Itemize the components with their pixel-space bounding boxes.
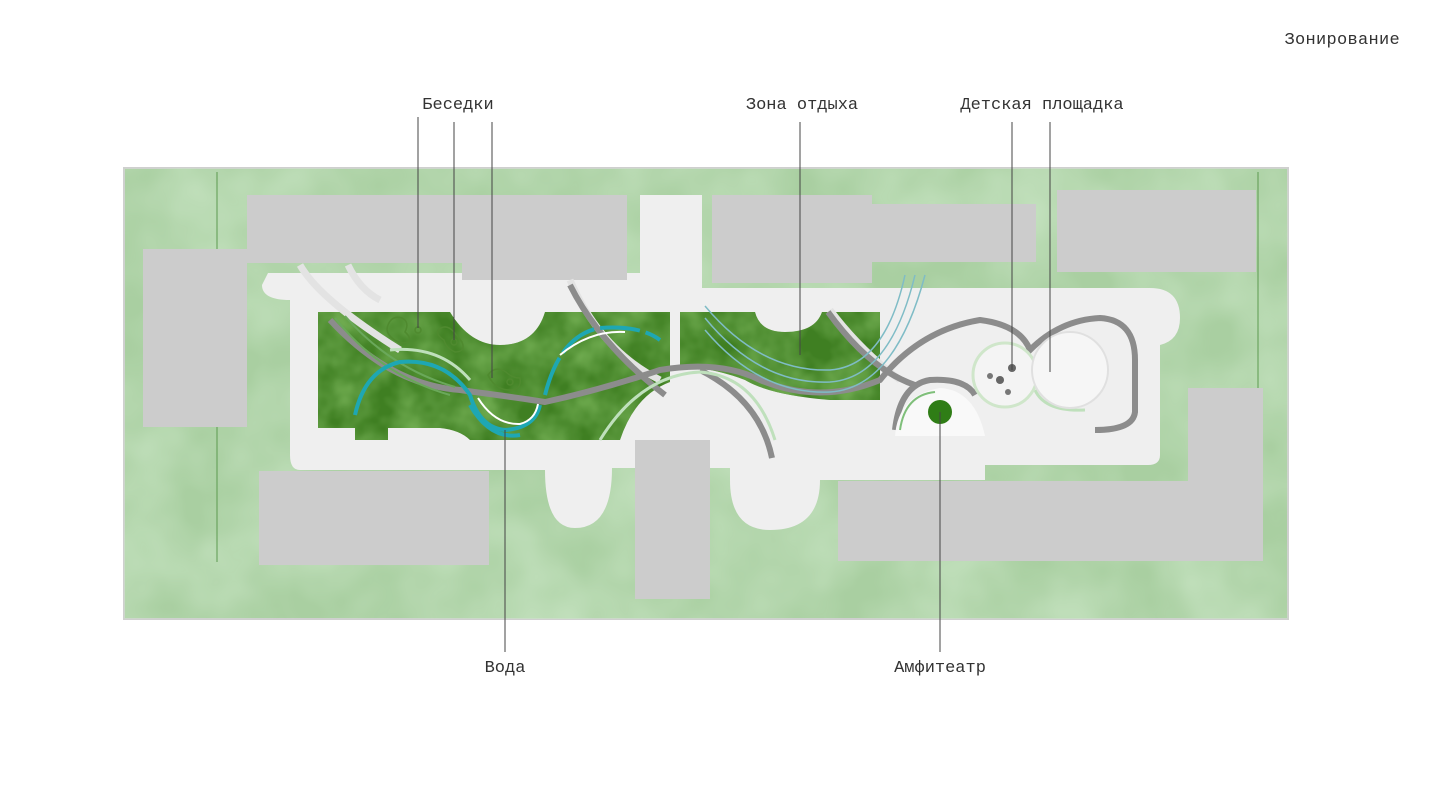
label-amphitheater: Амфитеатр [894,659,986,678]
gazebos [386,316,522,391]
page-title: Зонирование [1284,31,1400,50]
pergola [704,274,926,393]
building [872,204,1036,262]
building [462,195,627,280]
buildings [143,190,1263,599]
building [635,440,710,599]
gazebo [386,316,411,344]
water-feature [353,325,662,438]
leader-lines [417,117,1051,652]
gazebo [487,368,522,391]
building [712,195,872,283]
label-water: Вода [484,659,526,678]
building [259,471,489,565]
gazebo [436,326,464,353]
playground [971,331,1109,409]
building [1188,388,1263,561]
label-playground: Детская площадка [960,96,1124,115]
lawn-edge-arcs [389,347,1086,441]
label-gazebos: Беседки [422,96,494,115]
building [1057,190,1256,272]
building [143,249,247,427]
label-rest-zone: Зона отдыха [745,96,859,115]
garden-beds [318,312,880,440]
